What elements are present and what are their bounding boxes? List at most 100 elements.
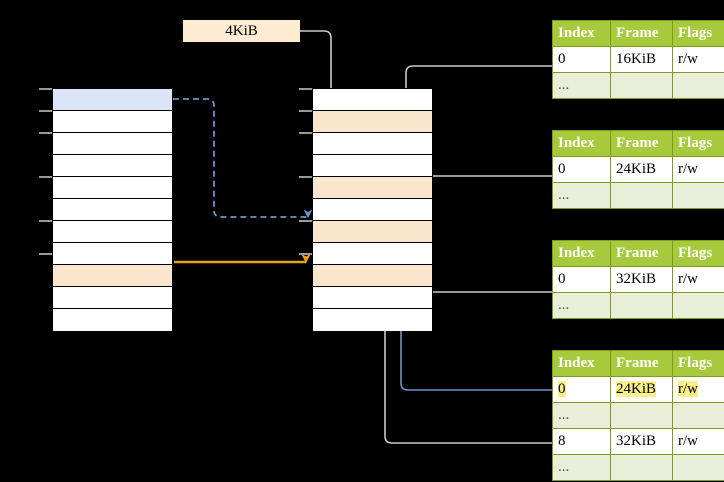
table-row[interactable]: 0 24KiB r/w bbox=[552, 376, 724, 403]
memory-cell[interactable] bbox=[53, 199, 172, 221]
cell-index: ... bbox=[552, 72, 611, 99]
cell-flags bbox=[672, 72, 724, 99]
cell-index: ... bbox=[552, 402, 611, 429]
column-header-frame: Frame bbox=[610, 130, 673, 157]
memory-cell[interactable] bbox=[53, 243, 172, 265]
table-row[interactable]: 8 32KiB r/w bbox=[552, 428, 724, 455]
table-row[interactable]: 0 24KiB r/w bbox=[552, 156, 724, 183]
cell-frame: 32KiB bbox=[610, 266, 673, 293]
column-header-flags: Flags bbox=[672, 20, 724, 47]
memory-cell[interactable] bbox=[53, 89, 172, 111]
memory-cell[interactable] bbox=[313, 309, 432, 331]
cell-index-value: 0 bbox=[558, 381, 566, 397]
memory-cell[interactable] bbox=[313, 199, 432, 221]
row-tick bbox=[299, 110, 312, 112]
cell-flags: r/w bbox=[672, 266, 724, 293]
column-header-index: Index bbox=[552, 20, 611, 47]
row-tick bbox=[299, 176, 312, 178]
cell-frame bbox=[610, 182, 673, 209]
row-tick bbox=[39, 132, 52, 134]
wire-table2-to-middle bbox=[412, 175, 552, 222]
row-tick bbox=[299, 253, 312, 255]
memory-cell[interactable] bbox=[53, 309, 172, 331]
memory-cell[interactable] bbox=[53, 177, 172, 199]
table-row-ellipsis[interactable]: ... bbox=[552, 454, 724, 481]
wire-left-blue-to-middle bbox=[173, 98, 313, 218]
cell-flags bbox=[672, 454, 724, 481]
page-table-2: Index Frame Flags 0 24KiB r/w ... bbox=[552, 130, 724, 209]
row-tick bbox=[299, 88, 312, 90]
table-header-row: Index Frame Flags bbox=[552, 240, 724, 267]
memory-cell[interactable] bbox=[53, 287, 172, 309]
column-header-flags: Flags bbox=[672, 350, 724, 377]
memory-cell[interactable] bbox=[313, 287, 432, 309]
cell-frame: 24KiB bbox=[610, 376, 673, 403]
cell-frame: 16KiB bbox=[610, 46, 673, 73]
cell-flags: r/w bbox=[672, 156, 724, 183]
cell-index: 0 bbox=[552, 156, 611, 183]
memory-cell[interactable] bbox=[53, 111, 172, 133]
cell-index: 0 bbox=[552, 46, 611, 73]
column-header-index: Index bbox=[552, 240, 611, 267]
row-tick bbox=[299, 220, 312, 222]
page-size-label: 4KiB bbox=[225, 23, 258, 39]
memory-cell[interactable] bbox=[53, 155, 172, 177]
page-table-1: Index Frame Flags 0 16KiB r/w ... bbox=[552, 20, 724, 99]
cell-frame bbox=[610, 454, 673, 481]
column-header-flags: Flags bbox=[672, 240, 724, 267]
column-header-flags: Flags bbox=[672, 130, 724, 157]
middle-memory-column bbox=[312, 88, 433, 331]
memory-cell[interactable] bbox=[313, 243, 432, 265]
cell-flags: r/w bbox=[672, 428, 724, 455]
memory-cell[interactable] bbox=[53, 133, 172, 155]
table-row-ellipsis[interactable]: ... bbox=[552, 402, 724, 429]
row-tick bbox=[39, 88, 52, 90]
memory-cell[interactable] bbox=[53, 221, 172, 243]
left-memory-column bbox=[52, 88, 173, 331]
page-table-4: Index Frame Flags 0 24KiB r/w ... 8 32Ki… bbox=[552, 350, 724, 481]
memory-cell[interactable] bbox=[313, 89, 432, 111]
row-tick bbox=[39, 110, 52, 112]
table-row[interactable]: 0 16KiB r/w bbox=[552, 46, 724, 73]
table-header-row: Index Frame Flags bbox=[552, 130, 724, 157]
table-row-ellipsis[interactable]: ... bbox=[552, 292, 724, 319]
cell-flags bbox=[672, 402, 724, 429]
cell-index: 8 bbox=[552, 428, 611, 455]
memory-cell[interactable] bbox=[313, 111, 432, 133]
page-table-3: Index Frame Flags 0 32KiB r/w ... bbox=[552, 240, 724, 319]
column-header-index: Index bbox=[552, 130, 611, 157]
cell-frame bbox=[610, 402, 673, 429]
memory-cell[interactable] bbox=[313, 133, 432, 155]
cell-flags-value: r/w bbox=[678, 381, 698, 397]
row-tick bbox=[39, 253, 52, 255]
cell-index: 0 bbox=[552, 376, 611, 403]
memory-cell[interactable] bbox=[313, 265, 432, 287]
column-header-frame: Frame bbox=[610, 240, 673, 267]
cell-flags: r/w bbox=[672, 376, 724, 403]
table-row-ellipsis[interactable]: ... bbox=[552, 182, 724, 209]
row-tick bbox=[39, 176, 52, 178]
cell-frame-value: 24KiB bbox=[616, 381, 657, 397]
table-row-ellipsis[interactable]: ... bbox=[552, 72, 724, 99]
cell-frame bbox=[610, 72, 673, 99]
cell-index: 0 bbox=[552, 266, 611, 293]
row-tick bbox=[39, 220, 52, 222]
cell-frame bbox=[610, 292, 673, 319]
cell-frame: 24KiB bbox=[610, 156, 673, 183]
column-header-frame: Frame bbox=[610, 20, 673, 47]
cell-index: ... bbox=[552, 454, 611, 481]
cell-flags bbox=[672, 292, 724, 319]
memory-cell[interactable] bbox=[313, 177, 432, 199]
memory-cell[interactable] bbox=[53, 265, 172, 287]
wire-table3-to-middle bbox=[412, 252, 552, 293]
row-tick bbox=[299, 132, 312, 134]
memory-cell[interactable] bbox=[313, 155, 432, 177]
cell-index: ... bbox=[552, 292, 611, 319]
memory-cell[interactable] bbox=[313, 221, 432, 243]
table-header-row: Index Frame Flags bbox=[552, 20, 724, 47]
column-header-index: Index bbox=[552, 350, 611, 377]
cell-flags: r/w bbox=[672, 46, 724, 73]
table-header-row: Index Frame Flags bbox=[552, 350, 724, 377]
table-row[interactable]: 0 32KiB r/w bbox=[552, 266, 724, 293]
